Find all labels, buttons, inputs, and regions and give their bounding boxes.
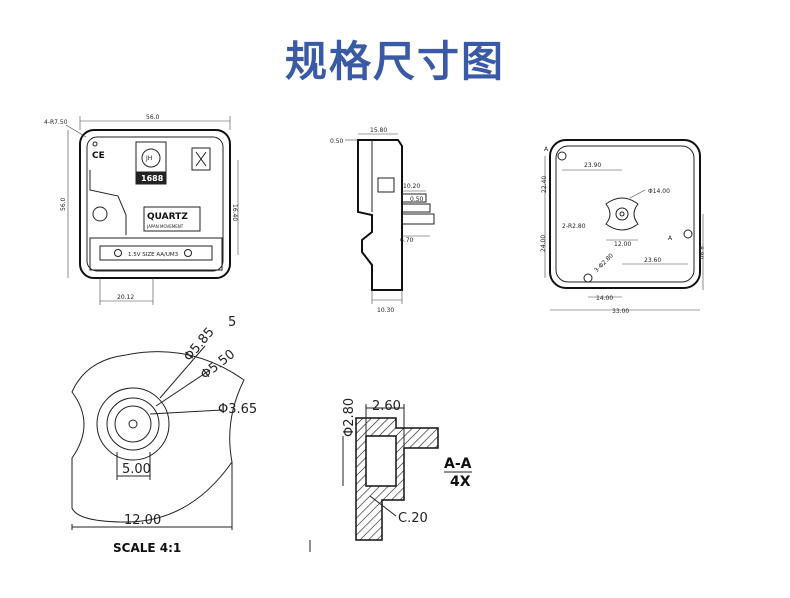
detail-5-00: 5.00: [122, 462, 151, 477]
model-number: 1688: [141, 174, 164, 183]
back-phi14-dim: Φ14.00: [648, 188, 670, 195]
page-title: 规格尺寸图: [284, 37, 505, 86]
detail-scale-label: SCALE 4:1: [113, 541, 181, 555]
front-height-dim: 56.0: [60, 197, 67, 211]
section-view: 2.60 Φ2.80 C.20 A-A 4X: [309, 398, 472, 552]
section-scale: 4X: [450, 474, 471, 490]
side-top-dim: 15.80: [370, 127, 387, 134]
side-d1-dim: 10.20: [403, 183, 420, 190]
back-r2-80-dim: 2-R2.80: [562, 223, 586, 230]
front-bottom-dim: 20.12: [117, 294, 134, 301]
back-23-60-dim: 23.60: [644, 257, 661, 264]
back-24-00-dim: 24.00: [540, 235, 547, 252]
back-22-40-dim: 22.40: [541, 176, 548, 193]
section-label: A-A: [444, 456, 472, 472]
section-marker-a-top: A: [544, 146, 549, 153]
front-right-dim: 16.40: [231, 204, 238, 221]
section-chamfer-dim: C.20: [398, 511, 428, 526]
detail-view: Φ5.85 Φ5.50 Φ3.65 5 5.00 12.00 SCALE 4:1: [71, 315, 257, 555]
back-phi2-80-dim: 3-Φ2.80: [593, 252, 615, 274]
brand-logo: JH: [145, 155, 152, 162]
front-view: 56.0 4-R7.50 56.0 16.40 CE JH 1688 QUART…: [44, 114, 239, 305]
detail-phi5-50: Φ5.50: [198, 347, 238, 383]
back-12-00-dim: 12.00: [614, 241, 631, 248]
ce-mark: CE: [92, 151, 105, 161]
side-d2-dim: 0.50: [410, 196, 424, 203]
section-marker-a-right: A: [668, 235, 673, 242]
japan-movement-label: JAPAN MOVEMENT: [146, 224, 184, 229]
back-14-00-dim: 14.00: [596, 295, 613, 302]
detail-12-00: 12.00: [124, 513, 161, 528]
section-phi2-80-dim: Φ2.80: [342, 398, 357, 437]
side-view: 15.80 0.50 10.20 0.50 6.70 10.30: [330, 127, 435, 314]
front-radius-dim: 4-R7.50: [44, 119, 68, 126]
side-bottom-dim: 10.30: [377, 307, 394, 314]
detail-stray-mark: 5: [228, 315, 236, 330]
side-left-top-dim: 0.50: [330, 138, 344, 145]
detail-phi3-65: Φ3.65: [218, 402, 257, 417]
back-33-00-dim: 33.00: [612, 308, 629, 315]
battery-label: 1.5V SIZE AA/UM3: [128, 252, 179, 258]
detail-phi5-85: Φ5.85: [181, 325, 218, 365]
back-8-80-dim: 8.80: [697, 246, 704, 260]
quartz-label: QUARTZ: [147, 212, 188, 222]
side-d3-dim: 6.70: [400, 237, 414, 244]
section-2-60-dim: 2.60: [372, 399, 401, 414]
back-23-90-dim: 23.90: [584, 162, 601, 169]
back-view: A A 23.90 22.40 Φ14.00 2-R2.80 12.00 24.…: [540, 139, 704, 315]
front-width-dim: 56.0: [146, 114, 160, 121]
